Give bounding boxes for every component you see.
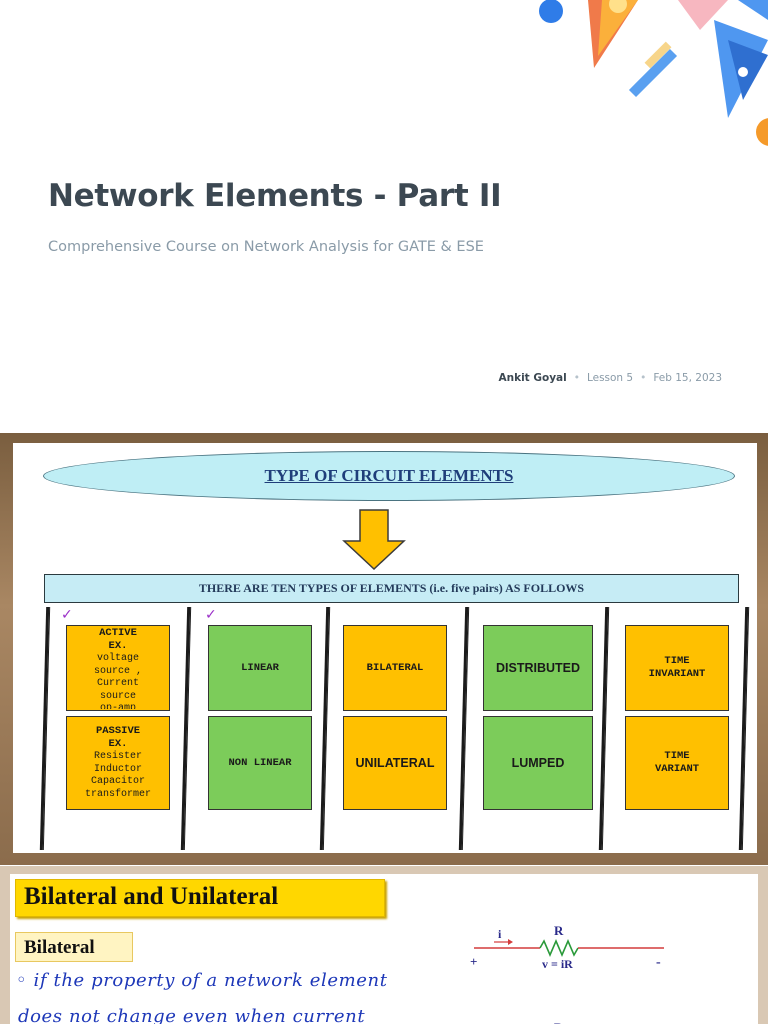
lecture-meta: Ankit Goyal • Lesson 5 • Feb 15, 2023 <box>499 372 723 384</box>
distributed-element-box: DISTRIBUTED <box>483 625 593 711</box>
active-example: Current <box>96 678 139 689</box>
bilateral-label: BILATERAL <box>366 661 424 674</box>
minus-terminal: - <box>656 955 661 970</box>
active-example: source , <box>93 665 142 677</box>
heading-box <box>15 879 385 917</box>
active-example: op-amp <box>99 703 136 709</box>
ohms-law-label: v = iR <box>542 957 573 971</box>
pairs-text: THERE ARE TEN TYPES OF ELEMENTS (i.e. fi… <box>198 581 585 595</box>
slide-circuit-elements: TYPE OF CIRCUIT ELEMENTS THERE ARE TEN T… <box>0 433 768 865</box>
active-example: voltage <box>96 653 139 664</box>
resistor-circuit-diagram: i R v = iR + - R <box>470 923 664 1024</box>
banner-ellipse <box>43 451 735 501</box>
bilateral-element-box: BILATERAL <box>343 625 447 711</box>
lecture-date: Feb 15, 2023 <box>653 372 722 384</box>
handwritten-note: ◦ if the property of a network element <box>16 970 388 991</box>
lecture-title: Network Elements - Part II <box>48 178 502 214</box>
passive-example: Resister <box>93 751 142 762</box>
check-mark-icon: ✓ <box>61 607 73 623</box>
time-invariant-label: TIME <box>664 655 690 667</box>
non-linear-element-box: NON LINEAR <box>208 716 312 810</box>
column-divider <box>319 607 331 850</box>
column-divider <box>598 607 610 850</box>
slide-canvas: TYPE OF CIRCUIT ELEMENTS THERE ARE TEN T… <box>13 443 757 853</box>
column-divider <box>738 607 750 850</box>
lesson-number: Lesson 5 <box>586 372 634 384</box>
time-invariant-label: INVARIANT <box>648 668 706 680</box>
check-mark-icon: ✓ <box>205 607 217 623</box>
time-variant-label: VARIANT <box>654 763 700 775</box>
active-element-box: ACTIVE EX. voltage source , Current sour… <box>66 625 170 711</box>
time-invariant-element-box: TIME INVARIANT <box>625 625 729 711</box>
author-name[interactable]: Ankit Goyal <box>498 372 567 384</box>
active-title: ACTIVE <box>99 627 137 639</box>
linear-label: LINEAR <box>241 661 279 674</box>
pencil-decoration-icon <box>539 0 768 146</box>
passive-example: Inductor <box>93 763 142 775</box>
slide-subheading: Bilateral <box>24 937 95 958</box>
time-variant-element-box: TIME VARIANT <box>625 716 729 810</box>
slide-bilateral-unilateral: Bilateral and Unilateral Bilateral ◦ if … <box>0 866 768 1024</box>
pairs-bar <box>44 574 739 603</box>
column-divider <box>458 607 470 850</box>
slide-heading: Bilateral and Unilateral <box>24 883 279 910</box>
passive-example: Capacitor <box>90 776 145 787</box>
passive-element-box: PASSIVE EX. Resister Inductor Capacitor … <box>66 716 170 810</box>
linear-element-box: LINEAR <box>208 625 312 711</box>
lumped-label: LUMPED <box>511 756 565 770</box>
distributed-label: DISTRIBUTED <box>495 661 581 675</box>
subheading-box <box>15 932 133 962</box>
active-example: source <box>99 690 136 702</box>
passive-example: transformer <box>84 788 151 800</box>
banner-title: TYPE OF CIRCUIT ELEMENTS <box>264 466 514 485</box>
passive-title: PASSIVE <box>95 725 141 737</box>
column-divider <box>180 607 192 850</box>
current-label: i <box>498 927 502 941</box>
down-arrow-icon <box>342 509 406 571</box>
column-divider <box>39 607 51 850</box>
time-variant-label: TIME <box>664 750 690 762</box>
non-linear-label: NON LINEAR <box>228 756 292 769</box>
unilateral-element-box: UNILATERAL <box>343 716 447 810</box>
passive-ex: EX. <box>108 738 128 750</box>
active-ex: EX. <box>108 640 128 652</box>
meta-separator: • <box>640 372 647 384</box>
handwritten-note: does not change even when current <box>18 1006 366 1024</box>
lecture-title-card: Network Elements - Part II Comprehensive… <box>0 0 768 432</box>
meta-separator: • <box>573 372 580 384</box>
slide-canvas: Bilateral and Unilateral Bilateral ◦ if … <box>10 874 758 1024</box>
unilateral-label: UNILATERAL <box>355 756 435 770</box>
resistor-label: R <box>554 1020 564 1024</box>
lecture-subtitle: Comprehensive Course on Network Analysis… <box>48 239 484 255</box>
lumped-element-box: LUMPED <box>483 716 593 810</box>
resistor-label: R <box>554 923 564 938</box>
plus-terminal: + <box>470 954 477 969</box>
